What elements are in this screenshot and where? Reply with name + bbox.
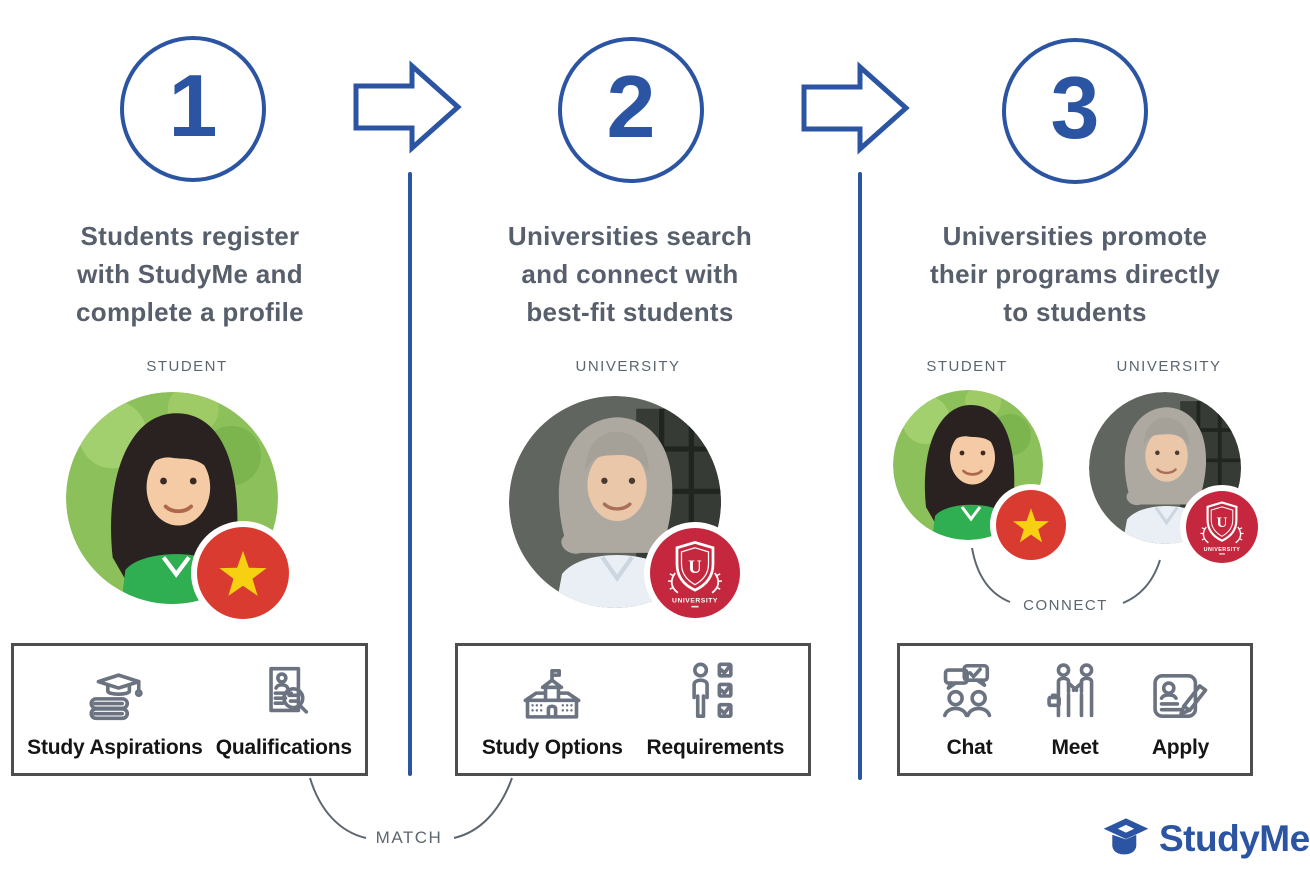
box-item-label: Qualifications [215, 735, 352, 759]
heading-line: Universities promote [942, 221, 1208, 251]
apply-item: Apply [1145, 660, 1217, 760]
university-crest-badge: U UNIVERSITY [650, 528, 740, 618]
qualifications-item: Qualifications [216, 660, 352, 760]
school-building-icon [516, 660, 588, 732]
connect-label: CONNECT [1023, 597, 1108, 614]
logo-wordmark: StudyMe [1159, 818, 1310, 859]
heading-line: Universities search [507, 221, 753, 251]
heading-line: complete a profile [76, 297, 304, 327]
match-curve [309, 777, 513, 839]
chat-people-icon [934, 660, 1006, 732]
crest-label: UNIVERSITY [1204, 547, 1241, 553]
step-1-circle: 1 [120, 36, 266, 182]
box-item-label: Study Aspirations [27, 735, 203, 759]
studyme-logo: StudyMe [1102, 816, 1310, 862]
graduation-cap-logo-icon [1103, 818, 1149, 855]
vietnam-flag-badge [996, 490, 1066, 560]
step-3-number: 3 [1050, 58, 1100, 157]
handshake-people-icon [1039, 660, 1111, 732]
step-2-box: Study Options Requirements [455, 643, 811, 776]
divider-line [408, 172, 412, 776]
box-item-label: Requirements [646, 735, 785, 759]
heading-line: best-fit students [526, 297, 734, 327]
divider-line [858, 172, 862, 780]
person-checklist-icon [679, 660, 751, 732]
heading-line: to students [1003, 297, 1147, 327]
arrow-right-icon [353, 60, 462, 154]
student-label: STUDENT [146, 358, 228, 375]
graduation-cap-books-icon [79, 660, 151, 732]
step-2-number: 2 [606, 57, 656, 156]
study-aspirations-item: Study Aspirations [27, 660, 203, 760]
step-1-number: 1 [168, 56, 218, 155]
step-1-heading: Students register with StudyMe and compl… [10, 217, 370, 331]
heading-line: with StudyMe and [77, 259, 303, 289]
connect-curve [971, 547, 1161, 604]
meet-item: Meet [1039, 660, 1111, 760]
box-item-label: Meet [1051, 735, 1099, 759]
box-item-label: Apply [1151, 735, 1210, 759]
step-3-circle: 3 [1002, 38, 1148, 184]
heading-line: Students register [80, 221, 300, 251]
requirements-item: Requirements [646, 660, 785, 760]
university-label: UNIVERSITY [575, 358, 681, 375]
application-pencil-icon [1145, 660, 1217, 732]
heading-line: and connect with [521, 259, 739, 289]
step-3-box: Chat Meet Appl [897, 643, 1253, 776]
document-magnifier-icon [248, 660, 320, 732]
step-3-heading: Universities promote their programs dire… [885, 217, 1265, 331]
match-label: MATCH [375, 828, 443, 847]
student-label: STUDENT [926, 358, 1008, 375]
arrow-right-icon [801, 61, 910, 155]
box-item-label: Study Options [481, 735, 623, 759]
vietnam-flag-badge [197, 527, 289, 619]
svg-text:U: U [688, 557, 702, 578]
step-1-box: Study Aspirations Qualifications [11, 643, 368, 776]
step-2-heading: Universities search and connect with bes… [450, 217, 810, 331]
chat-item: Chat [934, 660, 1006, 760]
crest-label: UNIVERSITY [672, 598, 718, 605]
box-item-label: Chat [946, 735, 993, 759]
step-2-circle: 2 [558, 37, 704, 183]
university-crest-badge: U UNIVERSITY [1186, 491, 1258, 563]
study-options-item: Study Options [482, 660, 623, 760]
heading-line: their programs directly [929, 259, 1221, 289]
svg-text:U: U [1217, 515, 1228, 531]
university-label: UNIVERSITY [1116, 358, 1222, 375]
